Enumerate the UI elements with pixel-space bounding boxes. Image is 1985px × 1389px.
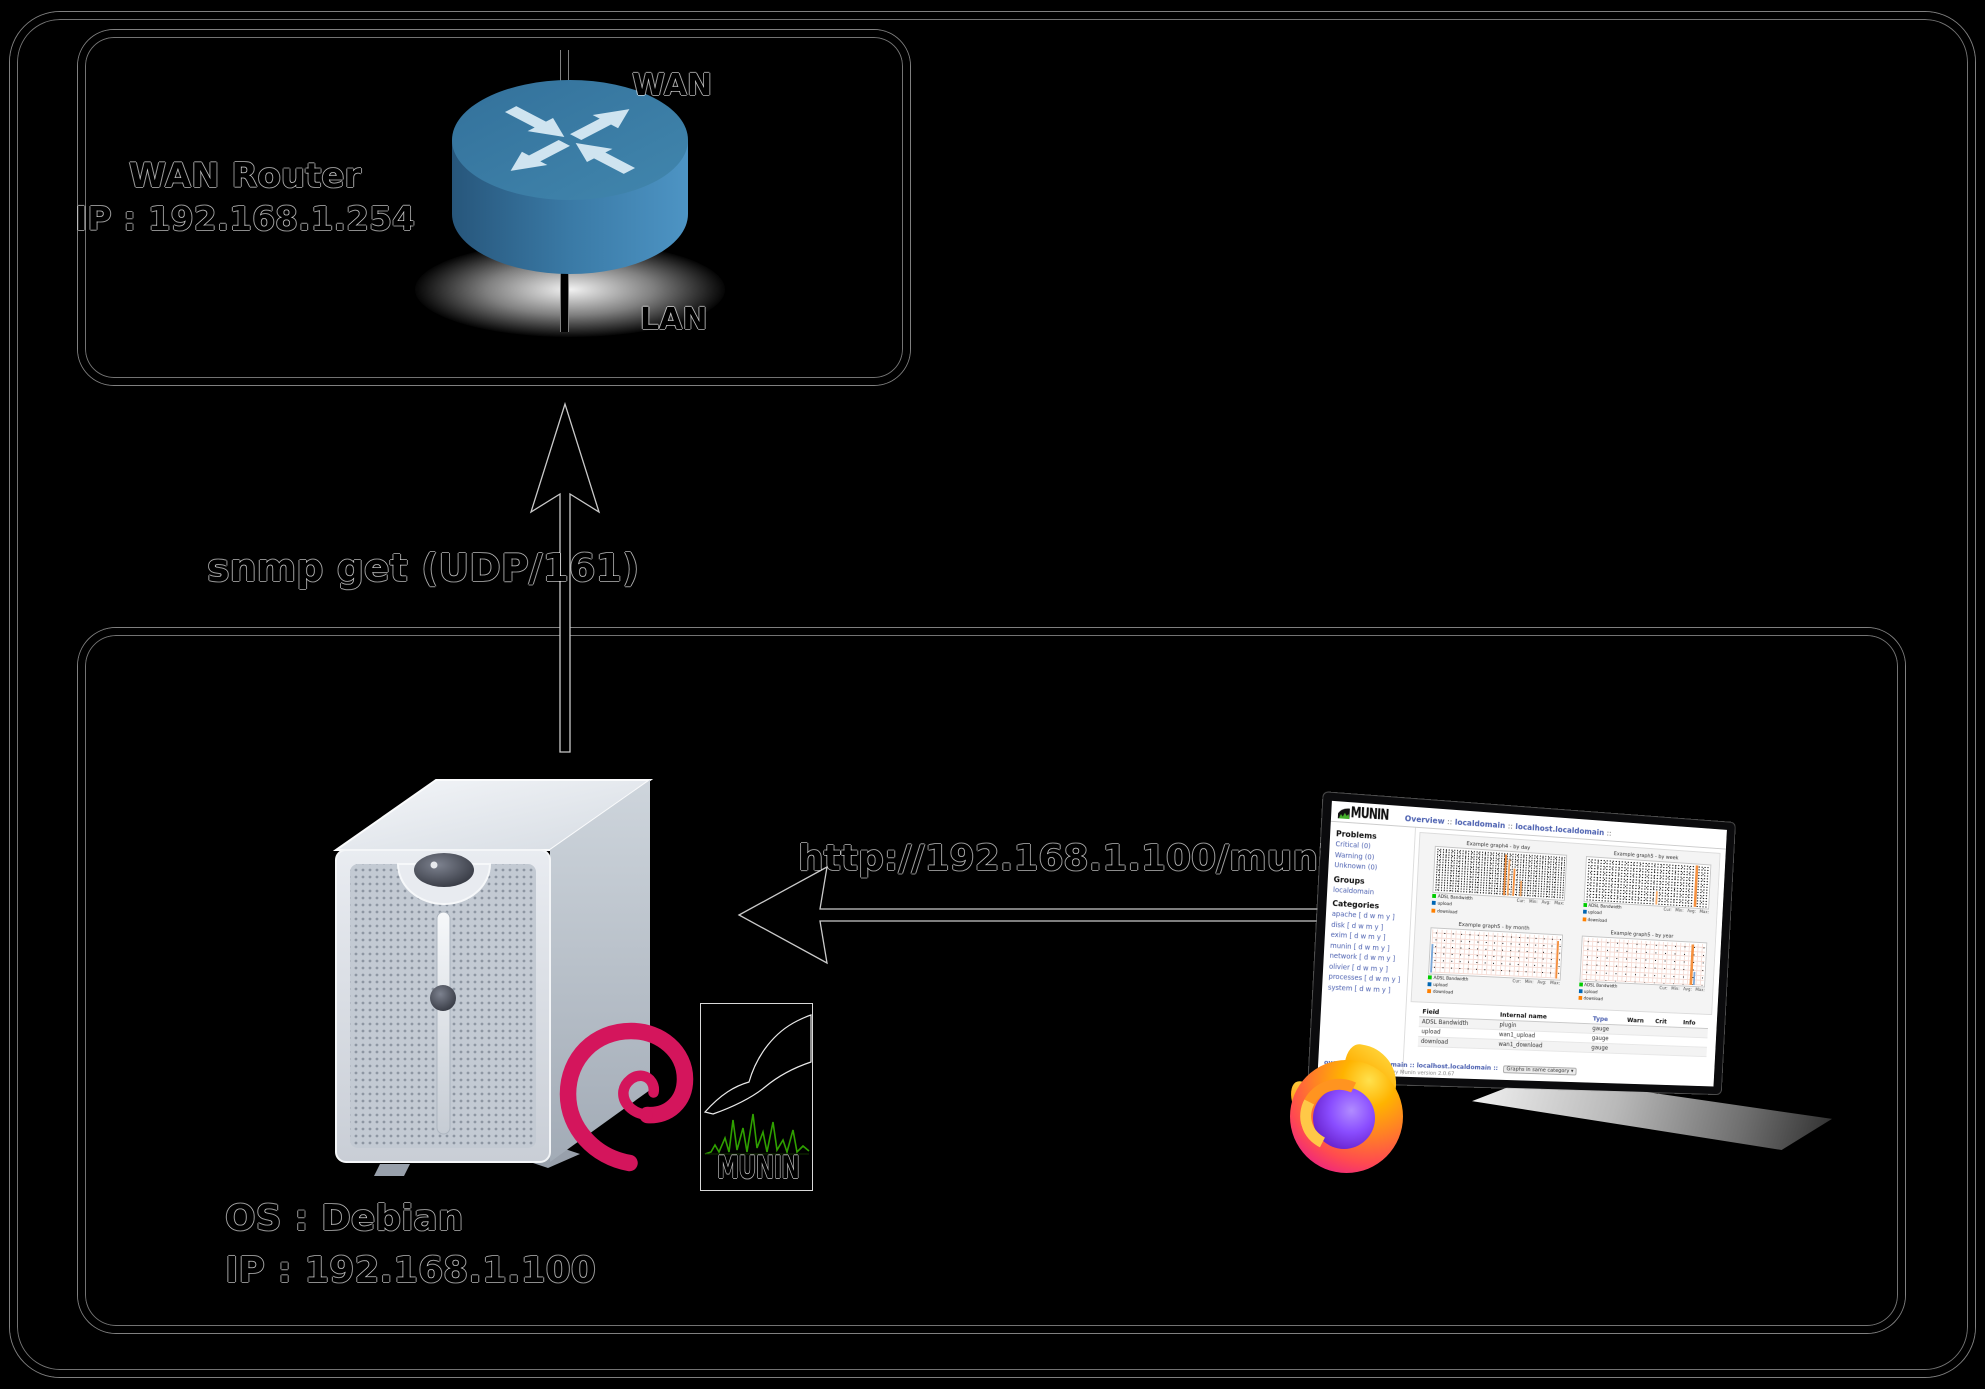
munin-badge-text: MUNIN bbox=[716, 1150, 800, 1186]
snmp-link-label: snmp get (UDP/161) bbox=[207, 546, 640, 590]
monitor-screen: MUNIN Overview :: localdomain :: localho… bbox=[1317, 800, 1727, 1087]
sidebar: Problems Critical (0) Warning (0) Unknow… bbox=[1318, 822, 1415, 1075]
field-table: Field Internal name Type Warn Crit Info bbox=[1417, 1005, 1709, 1057]
http-link-label: http://192.168.1.100/munin bbox=[798, 838, 1356, 879]
firefox-globe bbox=[1313, 1087, 1375, 1149]
router-icon bbox=[452, 80, 688, 274]
breadcrumb-overview-link[interactable]: Overview bbox=[1404, 814, 1445, 826]
firefox-icon bbox=[1287, 1042, 1408, 1174]
wan-router-title: WAN Router bbox=[128, 156, 362, 196]
graph-by-month[interactable]: Example graph5 - by month ADSL Ban bbox=[1418, 920, 1566, 1003]
breadcrumb-separator: :: bbox=[1446, 817, 1453, 827]
graph-by-week[interactable]: Example graph5 - by week ADSL Bandwidth bbox=[1573, 849, 1714, 931]
server-ip-label: IP : 192.168.1.100 bbox=[225, 1250, 596, 1291]
graph-plot bbox=[1432, 845, 1567, 901]
server-os-label: OS : Debian bbox=[225, 1198, 464, 1239]
munin-page-logo: MUNIN bbox=[1350, 803, 1390, 824]
debian-logo-icon bbox=[559, 1022, 694, 1172]
munin-web-page: MUNIN Overview :: localdomain :: localho… bbox=[1318, 800, 1727, 1087]
munin-logo-icon: MUNIN bbox=[700, 1003, 813, 1191]
snmp-arrow-up-icon bbox=[529, 401, 601, 753]
graph-plot bbox=[1428, 927, 1563, 981]
lan-hosts-box bbox=[78, 628, 1905, 1333]
server-icon bbox=[332, 779, 654, 1176]
munin-small-logo-icon bbox=[1337, 807, 1350, 820]
munin-raven-icon bbox=[703, 1014, 812, 1155]
wan-router-ip: IP : 192.168.1.254 bbox=[75, 199, 415, 238]
graph-plot bbox=[1583, 856, 1712, 910]
wan-router-box bbox=[78, 30, 910, 385]
wan-port-label: WAN bbox=[632, 68, 713, 103]
page-main: Example graph4 - by day bbox=[1402, 827, 1726, 1085]
breadcrumb-localdomain-link[interactable]: localdomain bbox=[1454, 817, 1506, 831]
graph-by-year[interactable]: Example graph5 - by year ADSL Band bbox=[1569, 928, 1710, 1009]
lan-port-label: LAN bbox=[640, 302, 708, 337]
breadcrumb-separator: :: bbox=[1507, 821, 1514, 831]
graph-panel: Example graph4 - by day bbox=[1410, 831, 1721, 1015]
graph-plot bbox=[1579, 935, 1708, 988]
monitor: MUNIN Overview :: localdomain :: localho… bbox=[1308, 792, 1735, 1095]
graph-by-day[interactable]: Example graph4 - by day bbox=[1422, 838, 1570, 923]
page-header: MUNIN Overview :: localdomain :: localho… bbox=[1330, 800, 1727, 850]
lan-boundary-box bbox=[10, 12, 1975, 1377]
breadcrumb-separator: :: bbox=[1606, 828, 1612, 838]
